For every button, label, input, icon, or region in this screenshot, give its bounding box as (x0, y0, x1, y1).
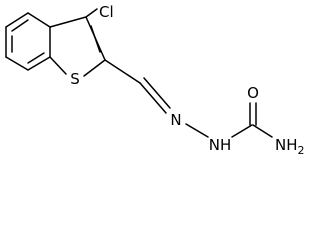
atom-hydrazide-nh: NH (209, 136, 232, 154)
bond-c-nh2 (252, 124, 273, 138)
bond (5, 12, 29, 28)
thiophene-ring (49, 16, 106, 77)
atom-oxygen: O (247, 84, 259, 102)
molecule-structure: Cl S O N NH NH2 (5, 3, 305, 157)
bond (49, 16, 87, 28)
atom-amide-nh2: NH2 (275, 136, 305, 157)
atom-amide-nh2-subscript: 2 (298, 144, 305, 157)
atom-imine-nitrogen: N (170, 111, 181, 129)
atom-chlorine: Cl (99, 3, 114, 21)
bond-nh-c (231, 124, 253, 138)
bond-ch-n-double-b (143, 77, 171, 109)
bond (83, 59, 106, 77)
bond (27, 12, 51, 28)
bond-ch-n-double-a (139, 82, 167, 114)
bond-n-nh (185, 123, 209, 138)
bond (5, 56, 29, 71)
bond (49, 56, 67, 75)
double-bond-inner (90, 25, 101, 53)
atom-sulfur: S (70, 70, 80, 88)
double-bond-inner (11, 19, 29, 32)
double-bond-inner (27, 52, 45, 64)
bond (27, 56, 51, 71)
bond-c-cl (85, 8, 98, 18)
bond-c-ch (104, 59, 141, 84)
atom-amide-nh2-n: NH (275, 136, 298, 154)
benzene-ring (5, 12, 51, 71)
